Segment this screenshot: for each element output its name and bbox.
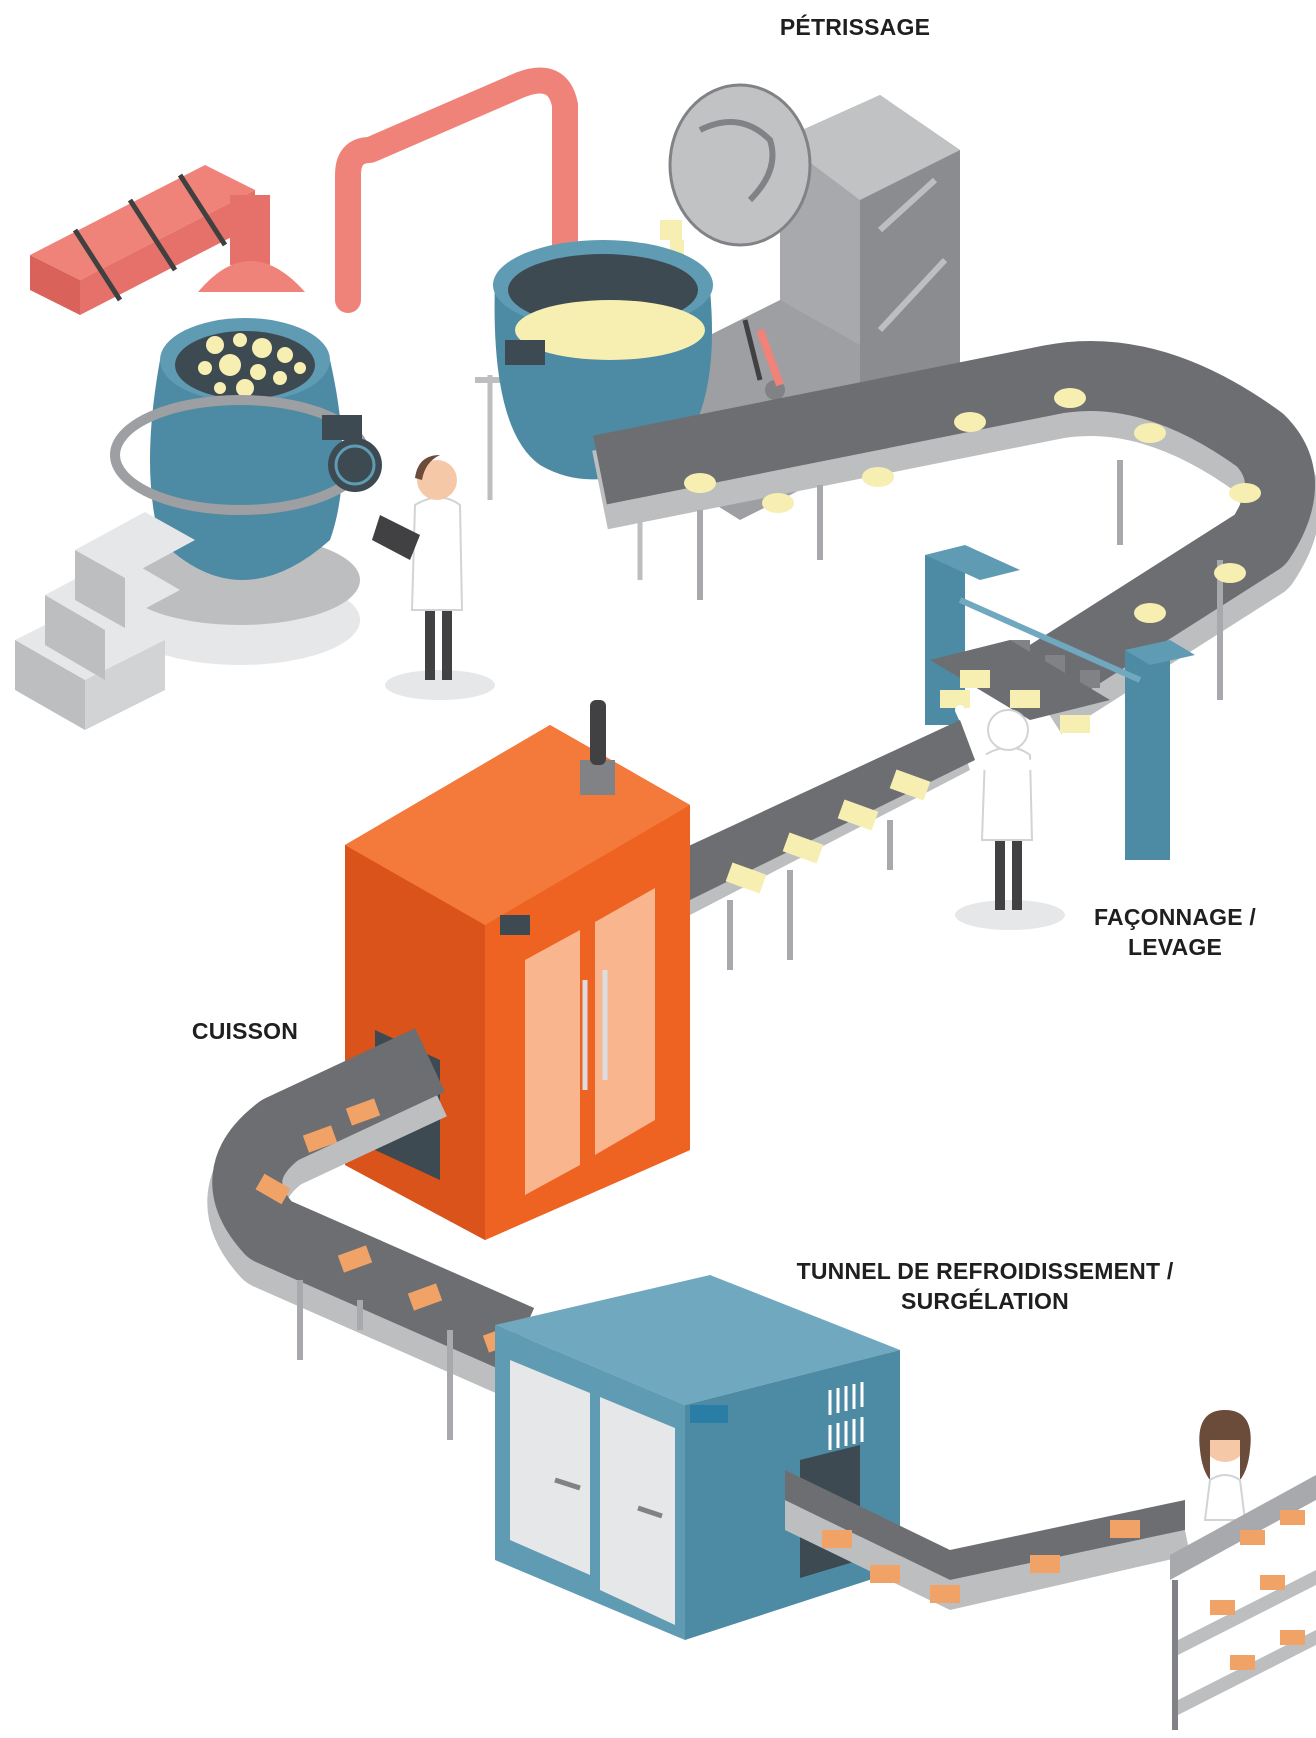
label-petrissage: PÉTRISSAGE [779, 14, 931, 40]
cooling-tunnel-icon [495, 1275, 900, 1640]
label-tunnel-line2: SURGÉLATION [901, 1288, 1069, 1314]
conveyor-exit [785, 1470, 1190, 1610]
label-tunnel-surgelation: TUNNEL DE REFROIDISSEMENT / SURGÉLATION [735, 1256, 1235, 1316]
label-faconnage-levage: FAÇONNAGE / LEVAGE [1050, 902, 1300, 962]
shaping-machine-icon [925, 545, 1195, 860]
label-faconnage-line1: FAÇONNAGE / [1094, 904, 1256, 930]
conveyor-upper [592, 341, 1316, 734]
baker-worker-icon [955, 705, 1090, 930]
stairs [15, 512, 195, 730]
label-tunnel-line1: TUNNEL DE REFROIDISSEMENT / [796, 1258, 1174, 1284]
kneading-bowl [475, 240, 713, 580]
conveyor-lower [207, 1028, 537, 1440]
label-cuisson: CUISSON [191, 1018, 299, 1044]
baker-worker-icon [1199, 1410, 1251, 1521]
baker-worker-icon [372, 450, 495, 700]
label-faconnage-line2: LEVAGE [1127, 934, 1223, 960]
conveyor-middle [680, 720, 975, 970]
oven-icon [345, 700, 690, 1240]
bread-rack-icon [1170, 1475, 1316, 1730]
mixing-tank-icon [110, 318, 382, 665]
